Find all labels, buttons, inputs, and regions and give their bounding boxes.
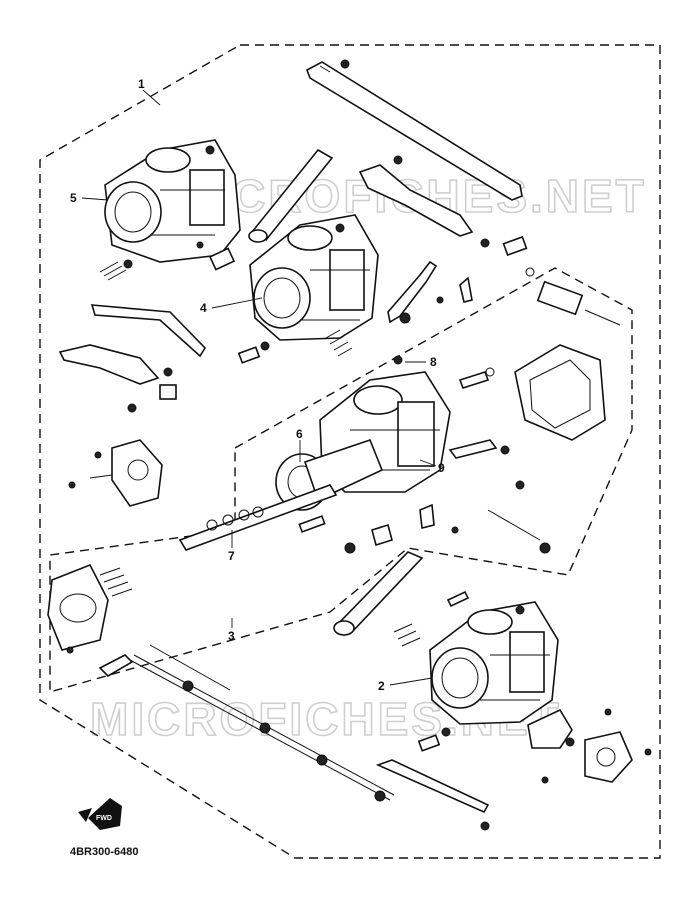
lower-link-bits [298,503,459,554]
upper-link-rod [459,276,473,303]
choke-link-plate [90,304,207,358]
float-pin-2 [446,590,470,608]
fwd-label: FWD [96,815,112,822]
shaft-spring [99,567,133,597]
pipe-end-lower [333,620,355,636]
lead-5 [81,197,109,201]
callout-5: 5 [70,191,77,205]
adjust-screw-9 [448,439,551,554]
callout-1: 1 [138,77,145,91]
shaft-washers-7 [206,506,264,531]
link-bolt-left [127,403,137,413]
needle-spring-4 [325,329,353,357]
lead-2 [389,677,433,686]
rail-screw [340,59,350,69]
lever-screw [480,821,490,831]
forward-arrow-icon: FWD [78,798,122,830]
carburetor-5 [104,139,241,263]
callout-2: 2 [378,679,385,693]
bracket-screw [393,155,403,165]
end-cover [47,563,109,654]
carburetor-2 [429,601,559,725]
lower-link-lever [375,759,490,814]
assembly-boundary-inner [49,267,633,693]
callout-4: 4 [200,301,207,315]
spring-2 [393,623,421,647]
pipe-end-upper [248,229,268,243]
callout-8: 8 [430,355,437,369]
link-bracket-left [58,344,160,385]
assembly-boundary-outer [39,44,661,859]
callout-7: 7 [228,549,235,563]
connecting-pipe-upper [250,148,334,242]
link-screw-left [163,367,173,377]
callout-3: 3 [228,629,235,643]
connecting-pipe-lower [336,551,424,634]
lead-4 [211,297,263,309]
link-nut-left [159,384,177,400]
callout-6: 6 [296,427,303,441]
clip-upper [436,296,444,304]
intake-cover [514,344,606,441]
joint-clamp [536,280,621,326]
throttle-lever-upper [387,260,438,324]
throttle-rod-assembly [98,644,395,802]
callout-9: 9 [438,461,445,475]
reference-code: 4BR300-6480 [70,846,139,858]
idle-screw-set-5 [99,247,236,281]
carburetor-4 [249,214,379,341]
top-rail-bracket [306,61,523,201]
pin-screws-mid [393,355,495,389]
pilot-screw-4 [237,341,270,364]
lead-1 [142,89,161,106]
throttle-pulley [68,439,163,507]
fuel-joint [480,235,535,277]
rail-lead [319,65,331,73]
lead-9 [419,459,437,467]
link-bracket-top [358,164,474,237]
pilot-screw-2 [417,727,451,752]
throttle-position-sensor [527,708,652,784]
